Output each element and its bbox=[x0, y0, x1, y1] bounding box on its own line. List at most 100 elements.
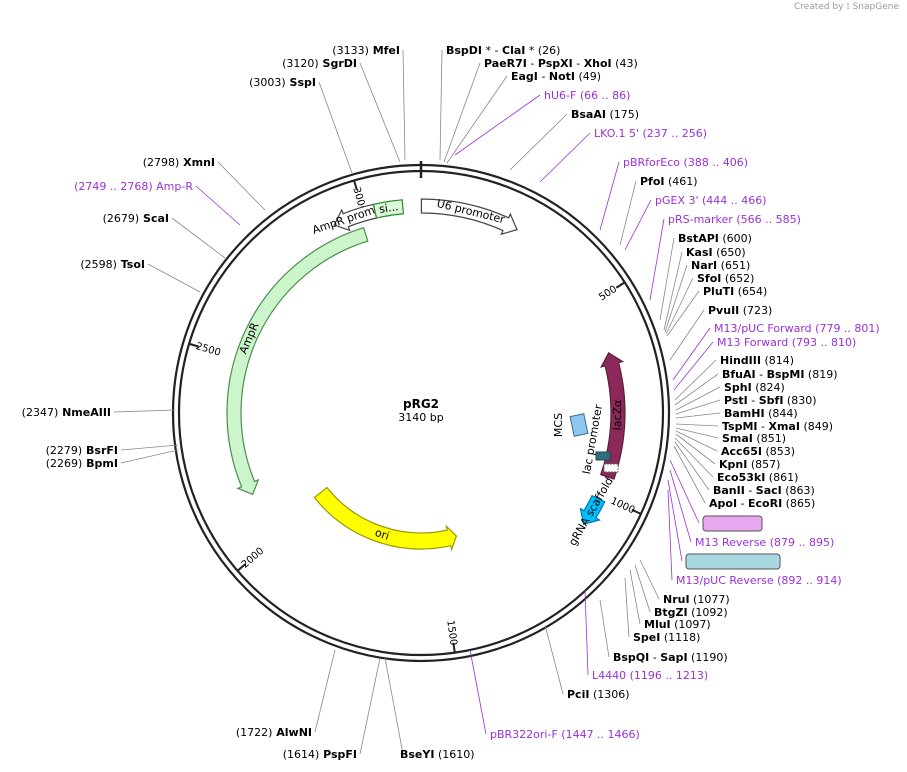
leader-line bbox=[675, 423, 719, 427]
site-labels-left: (3133) MfeI(3120) SgrDI(3003) SspI(2798)… bbox=[22, 44, 475, 761]
site-label: M13 Forward (793 .. 810) bbox=[717, 336, 856, 349]
feature-grna-scaffold bbox=[579, 494, 606, 526]
label-part: SapI bbox=[660, 651, 687, 664]
site-label: BanII - SacI (863) bbox=[713, 484, 815, 497]
label-part: - bbox=[737, 497, 748, 510]
label-part: (49) bbox=[575, 70, 601, 83]
site-label: (2279) BsrFI bbox=[46, 444, 118, 457]
leader-line bbox=[509, 113, 568, 171]
primer-box bbox=[702, 515, 763, 532]
site-label: PstI - SbfI (830) bbox=[724, 394, 817, 407]
label-part: BtgZI bbox=[654, 606, 688, 619]
label-part: EcoRI bbox=[748, 497, 782, 510]
label-part: M13 Reverse bbox=[695, 536, 766, 549]
site-label: NarI (651) bbox=[691, 259, 750, 272]
label-part: SphI bbox=[724, 381, 752, 394]
label-part: SspI bbox=[286, 76, 316, 89]
leader-line bbox=[666, 290, 700, 337]
site-label: BseYI (1610) bbox=[400, 748, 475, 761]
tick-label: 1500 bbox=[444, 620, 458, 647]
leader-line bbox=[544, 624, 564, 695]
label-part: - bbox=[573, 57, 584, 70]
label-part: (892 .. 914) bbox=[774, 574, 842, 587]
leader-line bbox=[624, 577, 630, 638]
label-part: PspXI bbox=[538, 57, 573, 70]
label-part: BpmI bbox=[82, 457, 118, 470]
label-part: PciI bbox=[567, 688, 589, 701]
leader-line bbox=[314, 649, 336, 733]
leader-line bbox=[359, 62, 401, 163]
leader-line bbox=[318, 81, 353, 174]
label-part: pGEX 3' bbox=[655, 194, 699, 207]
primer-box bbox=[685, 553, 781, 570]
leader-line bbox=[120, 449, 179, 464]
leader-line bbox=[665, 277, 694, 335]
site-label: (3133) MfeI bbox=[332, 44, 400, 57]
site-label: pRS-marker (566 .. 585) bbox=[668, 213, 801, 226]
feature-ampr-promoter bbox=[333, 203, 378, 232]
feature-label: gRNA scaffold bbox=[566, 475, 616, 548]
leader-line bbox=[675, 427, 719, 439]
site-label: hU6-F (66 .. 86) bbox=[544, 89, 630, 102]
leader-line bbox=[673, 341, 714, 391]
leader-line bbox=[384, 657, 404, 755]
label-part: (461) bbox=[665, 175, 698, 188]
site-label: BamHI (844) bbox=[724, 407, 798, 420]
label-part: NmeAIII bbox=[58, 406, 111, 419]
site-label: PvuII (723) bbox=[708, 304, 772, 317]
tick-mark bbox=[631, 508, 642, 515]
site-label: M13/pUC Forward (779 .. 801) bbox=[714, 322, 880, 335]
label-part: (1190) bbox=[688, 651, 728, 664]
leader-line bbox=[675, 412, 721, 419]
label-part: (43) bbox=[612, 57, 638, 70]
label-part: (1092) bbox=[688, 606, 728, 619]
label-part: (1722) bbox=[236, 726, 273, 739]
site-label: (2749 .. 2768) Amp-R bbox=[74, 180, 193, 193]
leader-line bbox=[669, 309, 705, 361]
label-part: ClaI bbox=[502, 44, 525, 57]
site-label: (3003) SspI bbox=[249, 76, 316, 89]
leader-line bbox=[639, 559, 660, 600]
label-part: (1118) bbox=[660, 631, 700, 644]
label-part: (652) bbox=[721, 272, 754, 285]
label-part: HindIII bbox=[720, 354, 761, 367]
site-label: (1614) PspFI bbox=[283, 748, 357, 761]
label-part: SfoI bbox=[697, 272, 721, 285]
leader-line bbox=[664, 264, 688, 333]
backbone bbox=[171, 161, 671, 663]
site-label: MluI (1097) bbox=[644, 618, 711, 631]
label-part: - bbox=[649, 651, 660, 664]
site-label: SmaI (851) bbox=[722, 432, 786, 445]
label-part: (861) bbox=[765, 471, 798, 484]
label-part: - bbox=[748, 394, 759, 407]
site-label: SphI (824) bbox=[724, 381, 785, 394]
leader-line bbox=[584, 589, 589, 676]
label-part: (814) bbox=[761, 354, 794, 367]
label-part: EagI bbox=[511, 70, 538, 83]
label-part: pBRforEco bbox=[623, 156, 680, 169]
label-part: L4440 bbox=[592, 669, 626, 682]
leader-line bbox=[454, 94, 541, 156]
label-part: BspDI bbox=[446, 44, 482, 57]
label-part: BspMI bbox=[767, 368, 805, 381]
leader-line bbox=[147, 263, 201, 293]
label-part: PvuII bbox=[708, 304, 739, 317]
site-label: SpeI (1118) bbox=[633, 631, 700, 644]
leader-line bbox=[675, 399, 721, 415]
tick-mark bbox=[236, 563, 246, 572]
leader-line bbox=[674, 373, 719, 406]
label-part: (2279) bbox=[46, 444, 83, 457]
label-part: NruI bbox=[663, 593, 690, 606]
leader-line bbox=[629, 569, 641, 625]
label-part: SpeI bbox=[633, 631, 660, 644]
tick-label: 1000 bbox=[609, 496, 637, 517]
label-part: TspMI bbox=[722, 420, 758, 433]
label-part: (819) bbox=[804, 368, 837, 381]
leader-line bbox=[599, 599, 610, 658]
label-part: NarI bbox=[691, 259, 717, 272]
label-part: MfeI bbox=[369, 44, 400, 57]
site-label: BfuAI - BspMI (819) bbox=[722, 368, 838, 381]
leader-line bbox=[113, 409, 176, 413]
label-part: KasI bbox=[686, 246, 713, 259]
